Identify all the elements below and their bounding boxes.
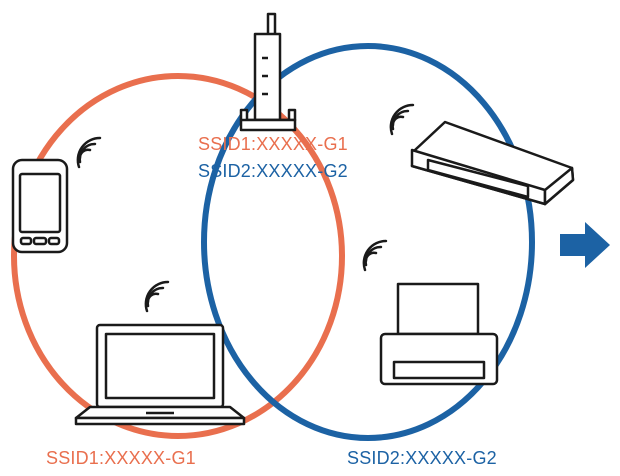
router-icon — [239, 12, 297, 132]
router-ssid1-label: SSID1:XXXXX-G1 — [198, 134, 348, 154]
wifi-icon — [76, 136, 102, 169]
wifi-icon — [362, 239, 388, 272]
printer-icon — [379, 282, 499, 386]
laptop-icon — [74, 323, 246, 426]
smartphone-icon — [11, 158, 69, 254]
wifi-icon — [144, 280, 170, 313]
network-1-label: SSID1:XXXXX-G1 — [46, 448, 196, 468]
network-2-label: SSID2:XXXXX-G2 — [347, 448, 497, 468]
arrow-right-icon — [560, 222, 610, 268]
wifi-icon — [389, 103, 415, 136]
router-ssid2-label: SSID2:XXXXX-G2 — [198, 161, 348, 181]
network-2-circle — [201, 43, 535, 441]
network-1-circle — [11, 73, 345, 439]
scanner-icon — [410, 120, 575, 206]
